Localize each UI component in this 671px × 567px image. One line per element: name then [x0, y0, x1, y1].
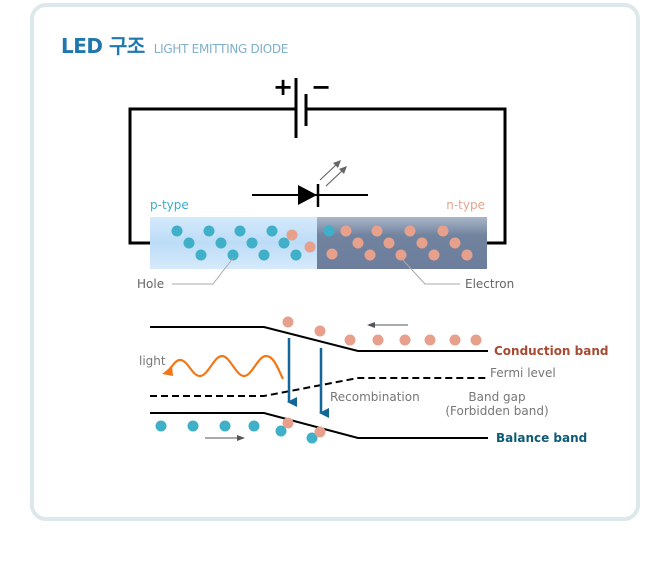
electron-dot [449, 334, 461, 346]
electron-callout-line [400, 257, 460, 285]
hole-dot [248, 420, 260, 432]
balance-band-label: Balance band [496, 431, 587, 445]
electron-dot [416, 237, 428, 249]
electron-dot [304, 241, 316, 253]
electron-dot [395, 249, 407, 261]
electron-dot [352, 237, 364, 249]
electron-dot [364, 249, 376, 261]
title-subtitle: LIGHT EMITTING DIODE [153, 42, 289, 56]
hole-callout-line [172, 257, 234, 285]
electron-dot [383, 237, 395, 249]
electron-dot [326, 248, 338, 260]
electron-dot [437, 225, 449, 237]
hole-dot [234, 225, 246, 237]
electron-dot [428, 249, 440, 261]
junction-carriers [171, 225, 473, 261]
band-carriers [155, 316, 482, 444]
hole-dot [246, 237, 258, 249]
battery-icon [294, 78, 308, 138]
n-type-region [317, 217, 487, 269]
hole-label: Hole [137, 277, 164, 291]
hole-dot [187, 420, 199, 432]
hole-dot [155, 420, 167, 432]
electron-dot [344, 334, 356, 346]
circuit-wire [128, 107, 507, 245]
electron-dot [424, 334, 436, 346]
p-type-label: p-type [150, 198, 189, 212]
light-wave-icon [162, 354, 284, 380]
hole-dot [171, 225, 183, 237]
electron-dot [286, 229, 298, 241]
electron-flow-arrow-icon [367, 322, 408, 328]
electron-dot [372, 334, 384, 346]
hole-dot [183, 237, 195, 249]
electron-dot [404, 225, 416, 237]
hole-dot [278, 237, 290, 249]
hole-dot [306, 432, 318, 444]
title-main: LED 구조 [61, 34, 145, 58]
electron-dot [399, 334, 411, 346]
hole-dot [203, 225, 215, 237]
electron-dot [282, 417, 294, 429]
electron-dot [340, 225, 352, 237]
hole-dot [219, 420, 231, 432]
hole-dot [227, 249, 239, 261]
electron-dot [282, 316, 294, 328]
band-gap-label: Band gap [468, 390, 525, 404]
electron-dot [470, 334, 482, 346]
p-type-region [150, 217, 318, 269]
electron-dot [449, 237, 461, 249]
light-emission-arrows-icon [319, 160, 347, 187]
hole-dot [215, 237, 227, 249]
conduction-band-label: Conduction band [494, 344, 608, 358]
electron-dot [461, 249, 473, 261]
page-title: LED 구조 LIGHT EMITTING DIODE [61, 30, 288, 59]
n-type-label: n-type [446, 198, 485, 212]
conduction-band-line [150, 326, 488, 352]
led-diode-symbol-icon [252, 184, 368, 207]
hole-dot [258, 249, 270, 261]
hole-flow-arrow-icon [205, 435, 245, 441]
hole-dot [275, 425, 287, 437]
recombination-label: Recombination [330, 390, 420, 404]
light-label: light [139, 354, 166, 368]
hole-dot [323, 225, 335, 237]
hole-dot [266, 225, 278, 237]
fermi-level-label: Fermi level [490, 366, 556, 380]
electron-dot [314, 426, 326, 438]
electron-dot [371, 225, 383, 237]
battery-plus: + [273, 73, 293, 101]
forbidden-band-label: (Forbidden band) [445, 404, 548, 418]
battery-minus: − [311, 73, 331, 101]
electron-dot [314, 325, 326, 337]
hole-dot [195, 249, 207, 261]
balance-band-line [150, 412, 488, 439]
fermi-level-line [150, 377, 486, 397]
electron-label: Electron [465, 277, 514, 291]
hole-dot [290, 249, 302, 261]
